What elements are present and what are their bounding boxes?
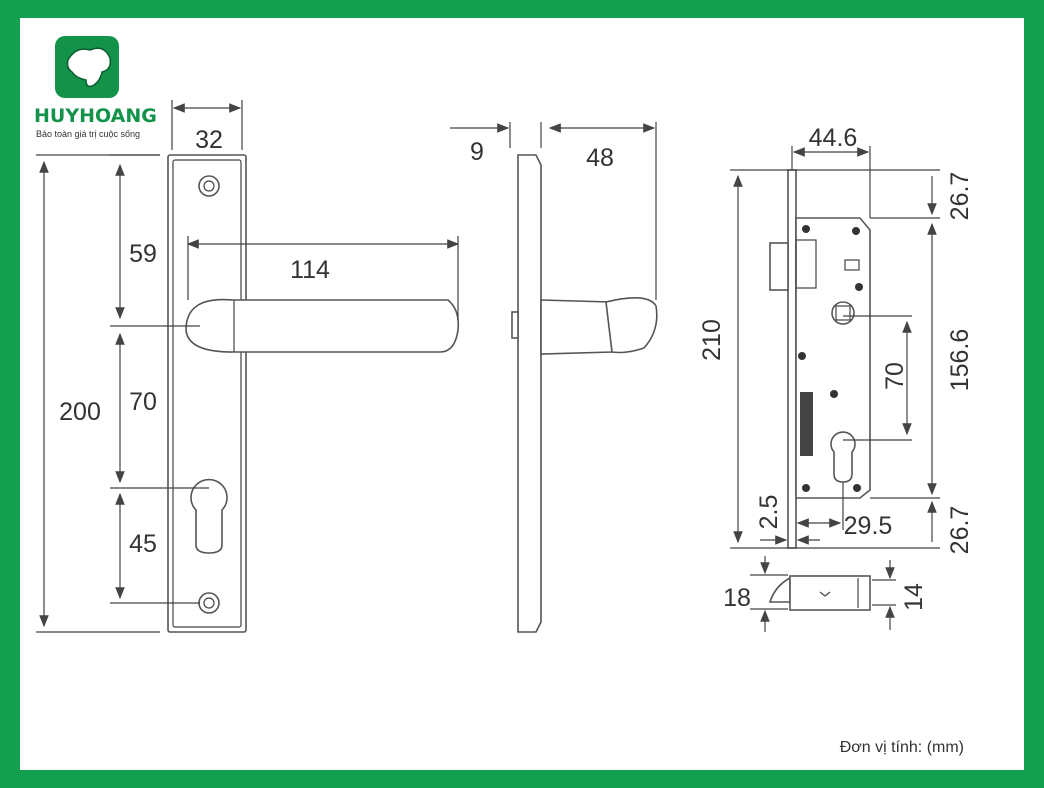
latch-bolt xyxy=(769,242,789,291)
dim-faceplate: 2.5 xyxy=(755,495,783,530)
brand-name: HUYHOANG xyxy=(34,105,157,127)
dim-top-to-handle: 59 xyxy=(129,240,157,268)
dim-bottom-offset: 26.7 xyxy=(946,506,974,555)
front-view: 32 114 59 70 45 200 xyxy=(36,100,460,633)
dim-top-offset: 26.7 xyxy=(946,172,974,221)
handle-rose xyxy=(185,298,233,353)
dim-height: 200 xyxy=(59,398,101,426)
dim-lock-width: 44.6 xyxy=(809,124,858,152)
spindle-hole xyxy=(831,301,855,325)
dim-backset: 29.5 xyxy=(844,512,893,540)
dim-center-distance: 70 xyxy=(881,362,909,390)
dim-case-height: 156.6 xyxy=(946,329,974,392)
dim-latch-body: 14 xyxy=(900,583,928,611)
side-view: 9 48 xyxy=(450,122,658,633)
lock-body-view: 44.6 210 26.7 156.6 26.7 70 2.5 29.5 xyxy=(698,124,974,554)
cylinder-hole xyxy=(830,431,856,483)
lever-handle xyxy=(229,299,460,353)
brand-stamp xyxy=(800,392,813,456)
dim-handle-length: 114 xyxy=(290,256,330,284)
dim-plate-thickness: 9 xyxy=(470,138,484,166)
screw-hole xyxy=(198,592,220,614)
dim-handle-projection: 48 xyxy=(586,144,614,172)
dim-width: 32 xyxy=(195,126,223,154)
screw-hole xyxy=(198,175,220,197)
dim-handle-to-key: 70 xyxy=(129,388,157,416)
latch-view: 18 14 xyxy=(723,556,928,632)
keyhole xyxy=(190,478,228,554)
dim-key-to-bottom: 45 xyxy=(129,530,157,558)
unit-note: Đơn vị tính: (mm) xyxy=(840,739,964,756)
dim-total-height: 210 xyxy=(698,319,726,361)
brand-slogan: Bảo toàn giá trị cuộc sống xyxy=(36,129,140,139)
dim-latch-height: 18 xyxy=(723,584,751,612)
brand-logo: HUYHOANG Bảo toàn giá trị cuộc sống xyxy=(34,36,157,139)
